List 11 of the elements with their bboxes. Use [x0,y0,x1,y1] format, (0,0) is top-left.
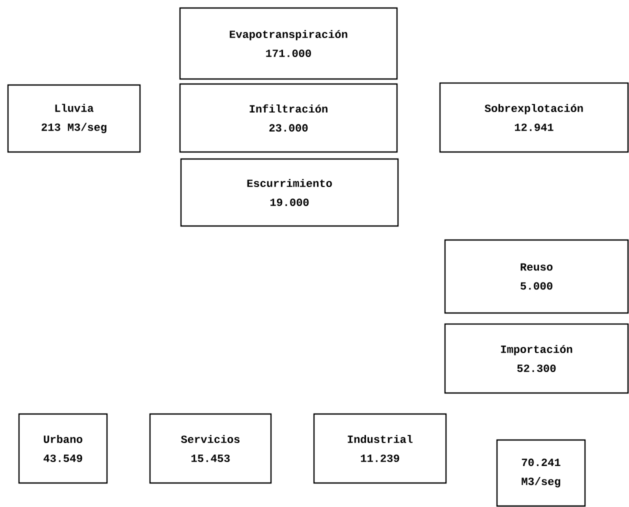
value-box: Sobrexplotación 12.941 [439,82,629,153]
value-box: 70.241 M3/seg [496,439,586,507]
value-box: Industrial 11.239 [313,413,447,484]
value-box: Lluvia 213 M3/seg [7,84,141,153]
value-box: Servicios 15.453 [149,413,272,484]
value-box: Reuso 5.000 [444,239,629,314]
value-box: Evapotranspiración 171.000 [179,7,398,80]
value-box: Escurrimiento 19.000 [180,158,399,227]
value-box: Urbano 43.549 [18,413,108,484]
value-box: Importación 52.300 [444,323,629,394]
value-box: Infiltración 23.000 [179,83,398,153]
